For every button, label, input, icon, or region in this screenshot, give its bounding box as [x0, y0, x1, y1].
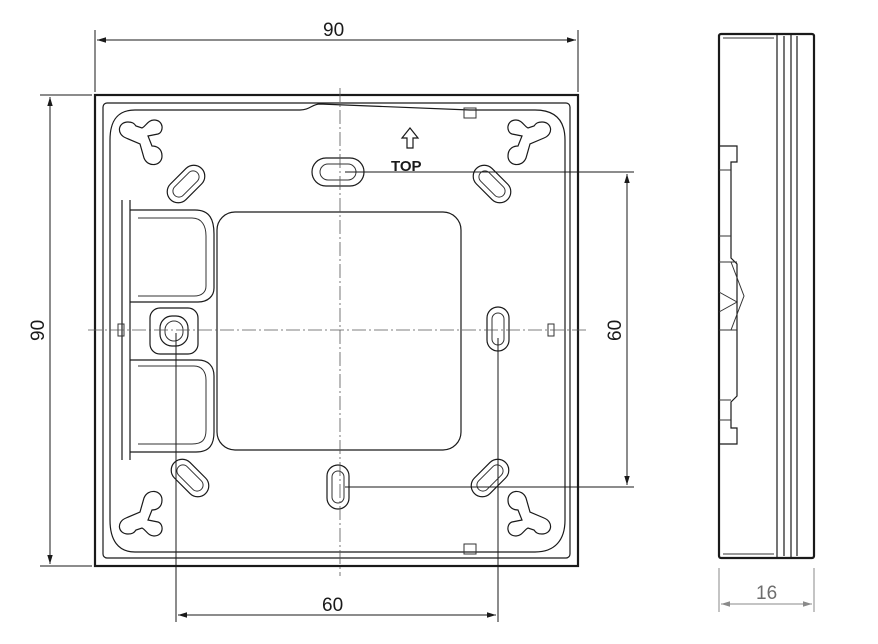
corner-slot-top-left	[118, 119, 163, 166]
side-clip-profile	[719, 145, 738, 445]
horizontal-spacing-dimension: 60	[322, 595, 343, 616]
oval-slot-bottom-left	[166, 454, 214, 502]
height-dimension: 90	[28, 320, 49, 341]
inner-frame	[102, 102, 571, 559]
front-view: TOP	[88, 88, 588, 576]
oval-slot-top-left	[162, 160, 210, 208]
central-recess	[216, 211, 462, 451]
side-view: 16	[717, 32, 816, 612]
side-body	[717, 32, 816, 560]
oval-slot-bottom-right	[466, 454, 514, 502]
top-label: TOP	[391, 158, 422, 175]
oval-slot-top-right	[468, 160, 516, 208]
corner-slot-bottom-right	[507, 490, 552, 537]
front-dimensions: 90 90 60 60	[28, 20, 634, 622]
outer-frame	[93, 93, 580, 568]
orientation-marker: TOP	[391, 127, 422, 175]
corner-slot-top-right	[507, 119, 552, 166]
depth-dimension: 16	[756, 583, 777, 604]
corner-slot-bottom-left	[118, 490, 163, 537]
arrow-up-icon	[400, 127, 420, 149]
left-center-slot	[149, 307, 199, 355]
vertical-spacing-dimension: 60	[605, 320, 626, 341]
width-dimension: 90	[323, 20, 344, 41]
plate-outline	[109, 103, 566, 553]
